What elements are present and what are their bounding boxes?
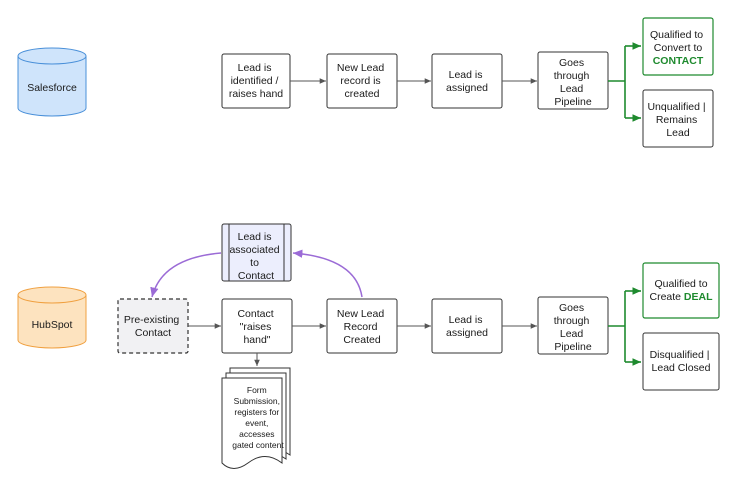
sf-lead-assigned-text: Lead is assigned: [446, 69, 488, 94]
salesforce-label: Salesforce: [27, 82, 77, 94]
hs-branch-connector: [608, 287, 641, 366]
sf-pipeline-node: Goes through Lead Pipeline: [537, 51, 609, 110]
hs-documents-text: Form Submission, registers for event, ac…: [232, 385, 284, 450]
sf-new-lead-node: New Lead record is created: [326, 53, 398, 109]
hubspot-database: HubSpot: [17, 286, 87, 349]
hs-associated-node: Lead is associated to Contact: [221, 223, 292, 282]
hs-new-lead-text: New Lead Record Created: [337, 308, 387, 346]
sf-lead-identified-node: Lead is identified / raises hand: [221, 53, 291, 109]
hubspot-cylinder-top: [17, 286, 87, 304]
hs-qualified-line2: Create DEAL: [649, 291, 713, 303]
hs-lead-assigned-text: Lead is assigned: [446, 314, 488, 339]
hs-preexisting-node: Pre-existing Contact: [117, 298, 189, 354]
hs-qualified-node: Qualified to Create DEAL: [642, 262, 720, 319]
salesforce-cylinder-body: [17, 56, 87, 117]
hs-contact-text: Contact "raises hand": [237, 308, 276, 346]
hs-disqualified-node: Disqualified | Lead Closed: [642, 332, 720, 391]
hs-new-lead-node: New Lead Record Created: [326, 298, 398, 354]
hs-pipeline-node: Goes through Lead Pipeline: [537, 296, 609, 355]
hubspot-cylinder-body: [17, 295, 87, 349]
sf-qualified-node: Qualified to Convert to CONTACT: [642, 17, 714, 76]
sf-lead-assigned-node: Lead is assigned: [431, 53, 503, 109]
hs-documents-node: Form Submission, registers for event, ac…: [221, 367, 291, 469]
hs-preexisting-text: Pre-existing Contact: [124, 314, 182, 339]
sf-qualified-text: Qualified to Convert to: [650, 29, 706, 54]
sf-contact-emphasis: CONTACT: [653, 55, 704, 67]
sf-branch-connector: [608, 42, 641, 122]
sf-unqualified-node: Unqualified | Remains Lead: [642, 89, 714, 148]
hubspot-label: HubSpot: [32, 319, 73, 331]
hs-deal-emphasis: DEAL: [684, 291, 713, 303]
sf-pipeline-text: Goes through Lead Pipeline: [554, 57, 593, 108]
hs-qualified-line1: Qualified to: [654, 278, 707, 290]
hs-contact-node: Contact "raises hand": [221, 298, 293, 354]
hs-lead-assigned-node: Lead is assigned: [431, 298, 503, 354]
hs-edge-associated-preexisting: [150, 252, 222, 298]
salesforce-cylinder-top: [17, 47, 87, 65]
hs-associated-text: Lead is associated to Contact: [229, 231, 282, 282]
hs-disqualified-text: Disqualified | Lead Closed: [650, 349, 713, 374]
sf-unqualified-text: Unqualified | Remains Lead: [647, 101, 708, 139]
sf-new-lead-text: New Lead record is created: [337, 62, 387, 100]
hs-edge-newlead-associated: [292, 249, 363, 298]
hs-pipeline-text: Goes through Lead Pipeline: [554, 302, 593, 353]
sf-lead-identified-text: Lead is identified / raises hand: [229, 62, 283, 100]
salesforce-database: Salesforce: [17, 47, 87, 117]
